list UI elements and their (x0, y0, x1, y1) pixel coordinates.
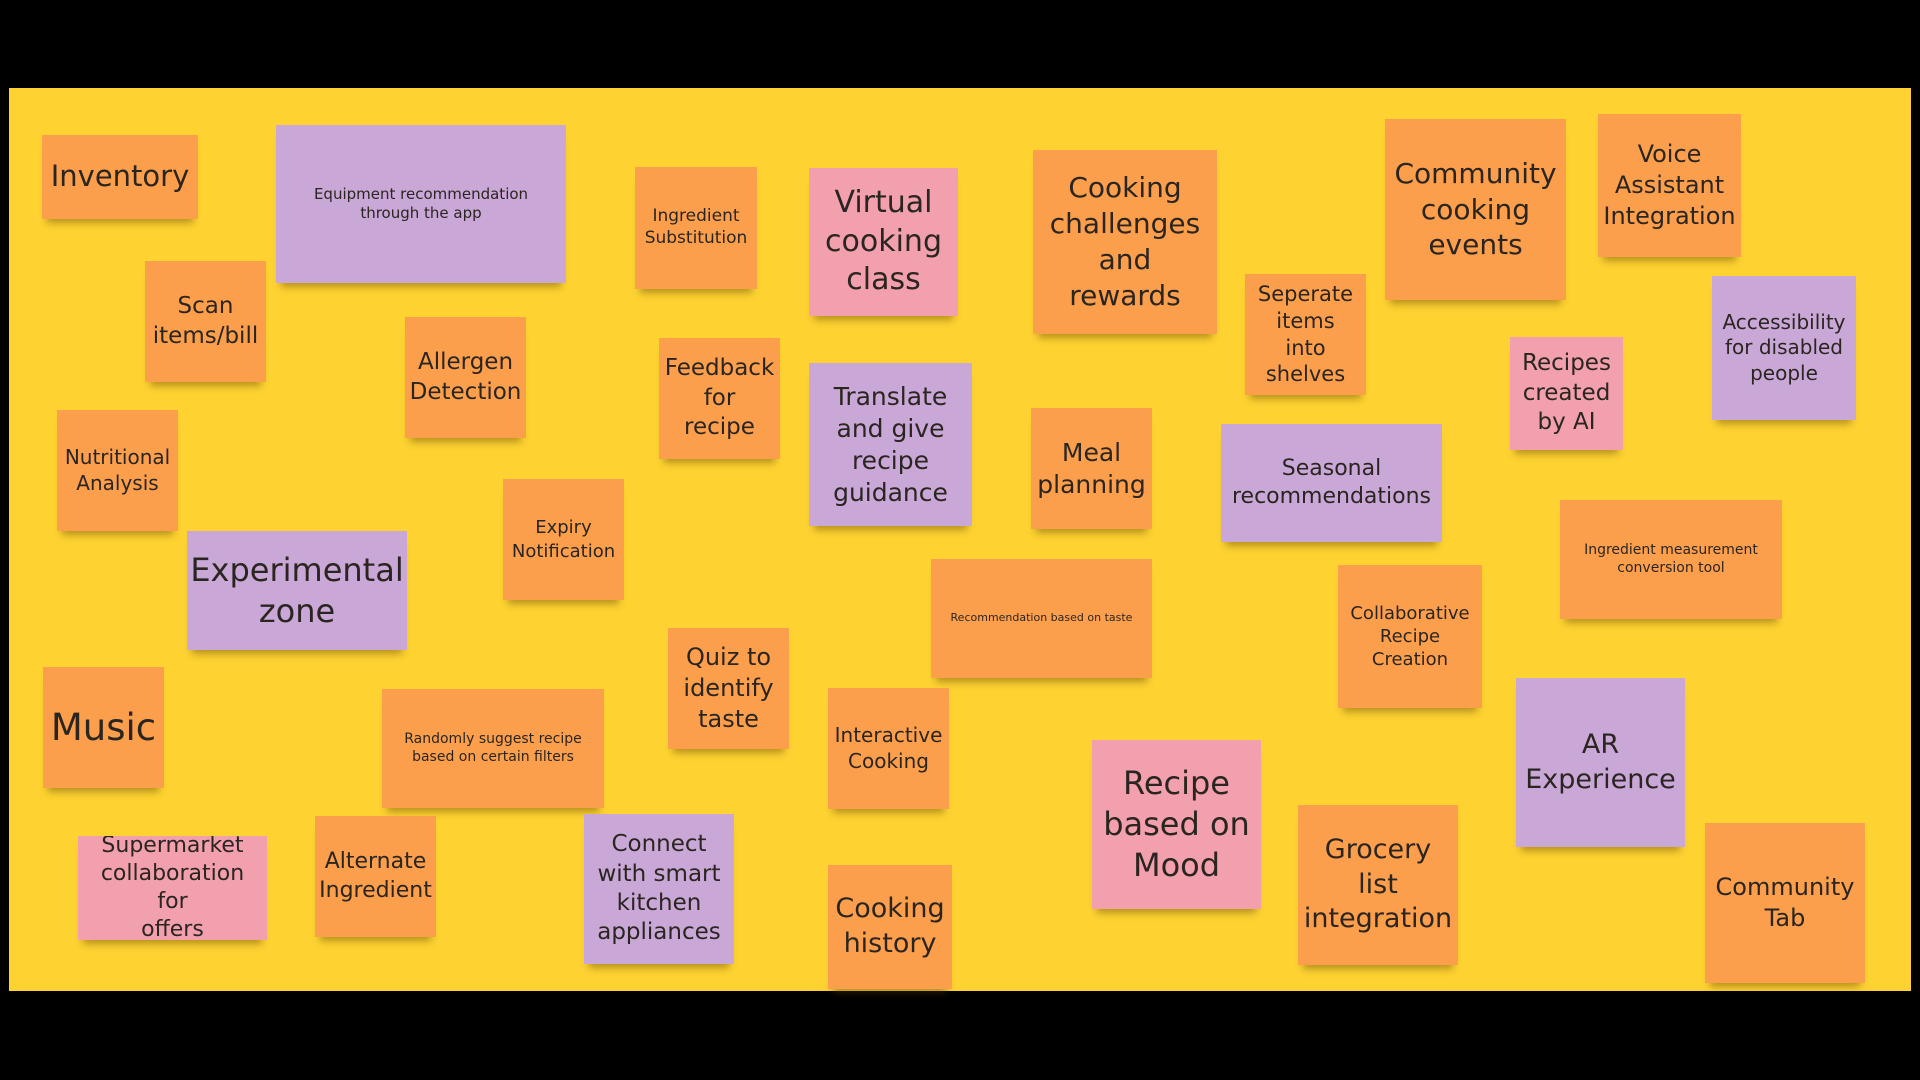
sticky-note-supermarket-collaboration[interactable]: Supermarket collaboration for offers (78, 836, 267, 940)
note-text: Collaborative Recipe Creation (1350, 602, 1470, 671)
note-text: Grocery list integration (1303, 834, 1453, 935)
sticky-note-voice-assistant[interactable]: Voice Assistant Integration (1598, 114, 1741, 257)
note-text: Inventory (50, 159, 190, 194)
note-text: Seasonal recommendations (1231, 455, 1432, 509)
sticky-note-ar-experience[interactable]: AR Experience (1516, 678, 1685, 847)
sticky-note-music[interactable]: Music (43, 667, 164, 788)
sticky-note-seasonal-recommendations[interactable]: Seasonal recommendations (1221, 424, 1442, 542)
sticky-note-alternate-ingredient[interactable]: Alternate Ingredient (315, 816, 436, 937)
sticky-note-scan-items[interactable]: Scan items/bill (145, 261, 266, 382)
sticky-note-allergen-detection[interactable]: Allergen Detection (405, 317, 526, 438)
sticky-note-recipe-based-on-mood[interactable]: Recipe based on Mood (1092, 740, 1261, 909)
note-text: Nutritional Analysis (64, 444, 171, 495)
note-text: Recipes created by AI (1522, 350, 1611, 436)
sticky-note-equipment-recommendation[interactable]: Equipment recommendation through the app (276, 125, 566, 283)
sticky-note-connect-smart-kitchen[interactable]: Connect with smart kitchen appliances (584, 814, 734, 964)
sticky-note-accessibility[interactable]: Accessibility for disabled people (1712, 276, 1856, 420)
note-text: Feedback for recipe (664, 355, 775, 441)
sticky-note-expiry-notification[interactable]: Expiry Notification (503, 479, 624, 600)
sticky-note-nutritional-analysis[interactable]: Nutritional Analysis (57, 410, 178, 531)
sticky-note-seperate-items[interactable]: Seperate items into shelves (1245, 274, 1366, 395)
sticky-note-grocery-list-integration[interactable]: Grocery list integration (1298, 805, 1458, 965)
sticky-note-cooking-challenges[interactable]: Cooking challenges and rewards (1033, 150, 1217, 334)
note-text: AR Experience (1525, 728, 1676, 795)
note-text: Community Tab (1715, 873, 1855, 932)
note-text: Seperate items into shelves (1257, 281, 1354, 387)
note-text: Connect with smart kitchen appliances (597, 831, 721, 946)
note-text: Virtual cooking class (825, 185, 942, 298)
sticky-note-feedback-for-recipe[interactable]: Feedback for recipe (659, 338, 780, 459)
note-text: Cooking challenges and rewards (1049, 171, 1201, 312)
note-text: Expiry Notification (511, 517, 616, 562)
note-text: Equipment recommendation through the app (313, 184, 529, 222)
note-text: Allergen Detection (409, 349, 522, 405)
note-text: Voice Assistant Integration (1603, 140, 1736, 230)
note-text: Translate and give recipe guidance (833, 381, 948, 507)
note-text: Interactive Cooking (834, 722, 943, 773)
note-text: Music (50, 705, 157, 749)
sticky-note-virtual-cooking-class[interactable]: Virtual cooking class (809, 168, 958, 316)
sticky-note-randomly-suggest-recipe[interactable]: Randomly suggest recipe based on certain… (382, 689, 604, 808)
note-text: Scan items/bill (152, 293, 259, 349)
sticky-note-ingredient-substitution[interactable]: Ingredient Substitution (635, 167, 757, 289)
sticky-note-ingredient-measurement[interactable]: Ingredient measurement conversion tool (1560, 500, 1782, 619)
sticky-note-interactive-cooking[interactable]: Interactive Cooking (828, 688, 949, 809)
sticky-note-inventory[interactable]: Inventory (42, 135, 198, 219)
note-text: Quiz to identify taste (683, 643, 774, 733)
sticky-note-translate-recipe-guidance[interactable]: Translate and give recipe guidance (809, 363, 972, 526)
sticky-note-recommendation-based-on-taste[interactable]: Recommendation based on taste (931, 559, 1152, 678)
note-text: Recipe based on Mood (1103, 764, 1250, 884)
note-text: Supermarket collaboration for offers (100, 836, 245, 940)
sticky-note-experimental-zone[interactable]: Experimental zone (187, 531, 407, 650)
note-text: Accessibility for disabled people (1722, 309, 1846, 385)
note-text: Ingredient measurement conversion tool (1584, 541, 1758, 576)
sticky-note-community-cooking-events[interactable]: Community cooking events (1385, 119, 1566, 300)
note-text: Meal planning (1037, 437, 1146, 499)
note-text: Experimental zone (190, 550, 404, 630)
note-text: Ingredient Substitution (644, 206, 748, 248)
sticky-note-collaborative-recipe[interactable]: Collaborative Recipe Creation (1338, 565, 1482, 708)
sticky-note-community-tab[interactable]: Community Tab (1705, 823, 1865, 983)
note-text: Cooking history (835, 893, 945, 959)
note-text: Recommendation based on taste (950, 611, 1133, 625)
sticky-note-board[interactable]: Inventory Equipment recommendation throu… (9, 88, 1911, 991)
note-text: Randomly suggest recipe based on certain… (404, 730, 582, 765)
sticky-note-meal-planning[interactable]: Meal planning (1031, 408, 1152, 529)
sticky-note-cooking-history[interactable]: Cooking history (828, 865, 952, 989)
sticky-note-quiz-to-identify-taste[interactable]: Quiz to identify taste (668, 628, 789, 749)
note-text: Alternate Ingredient (319, 849, 432, 903)
note-text: Community cooking events (1394, 156, 1557, 262)
sticky-note-recipes-created-by-ai[interactable]: Recipes created by AI (1510, 337, 1623, 450)
